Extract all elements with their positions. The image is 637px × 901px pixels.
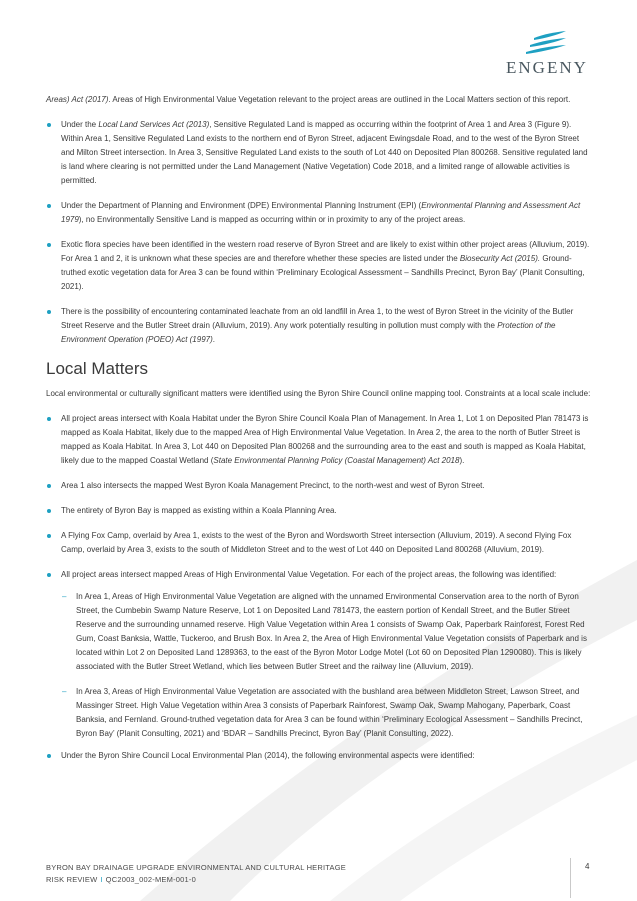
sub-list-item: In Area 3, Areas of High Environmental V… — [61, 685, 592, 741]
list-item: Under the Byron Shire Council Local Envi… — [46, 749, 592, 763]
area-sublist: In Area 1, Areas of High Environmental V… — [61, 590, 592, 741]
list-item: Under the Local Land Services Act (2013)… — [46, 118, 592, 188]
environmental-matters-list: Under the Local Land Services Act (2013)… — [46, 118, 592, 347]
list-item: There is the possibility of encountering… — [46, 305, 592, 347]
logo-wordmark: ENGENY — [506, 58, 588, 77]
page-footer: BYRON BAY DRAINAGE UPGRADE ENVIRONMENTAL… — [46, 862, 346, 886]
list-item: A Flying Fox Camp, overlaid by Area 1, e… — [46, 529, 592, 557]
list-item: Exotic flora species have been identifie… — [46, 238, 592, 294]
list-item: Area 1 also intersects the mapped West B… — [46, 479, 592, 493]
section-lead: Local environmental or culturally signif… — [46, 389, 591, 398]
section-heading-local-matters: Local Matters — [46, 359, 149, 378]
engeny-logo: ENGENY — [506, 30, 592, 78]
page-body: Areas) Act (2017). Areas of High Environ… — [46, 93, 592, 774]
footer-title: BYRON BAY DRAINAGE UPGRADE ENVIRONMENTAL… — [46, 863, 346, 872]
list-item: All project areas intersect with Koala H… — [46, 412, 592, 468]
footer-divider — [570, 858, 571, 898]
page-number: 4 — [585, 862, 590, 871]
list-item: The entirety of Byron Bay is mapped as e… — [46, 504, 592, 518]
list-item: All project areas intersect mapped Areas… — [46, 568, 592, 741]
sub-list-item: In Area 1, Areas of High Environmental V… — [61, 590, 592, 674]
logo-mark-icon — [526, 31, 566, 54]
list-item: Under the Department of Planning and Env… — [46, 199, 592, 227]
intro-paragraph: Areas) Act (2017). Areas of High Environ… — [46, 95, 571, 104]
local-matters-list: All project areas intersect with Koala H… — [46, 412, 592, 763]
